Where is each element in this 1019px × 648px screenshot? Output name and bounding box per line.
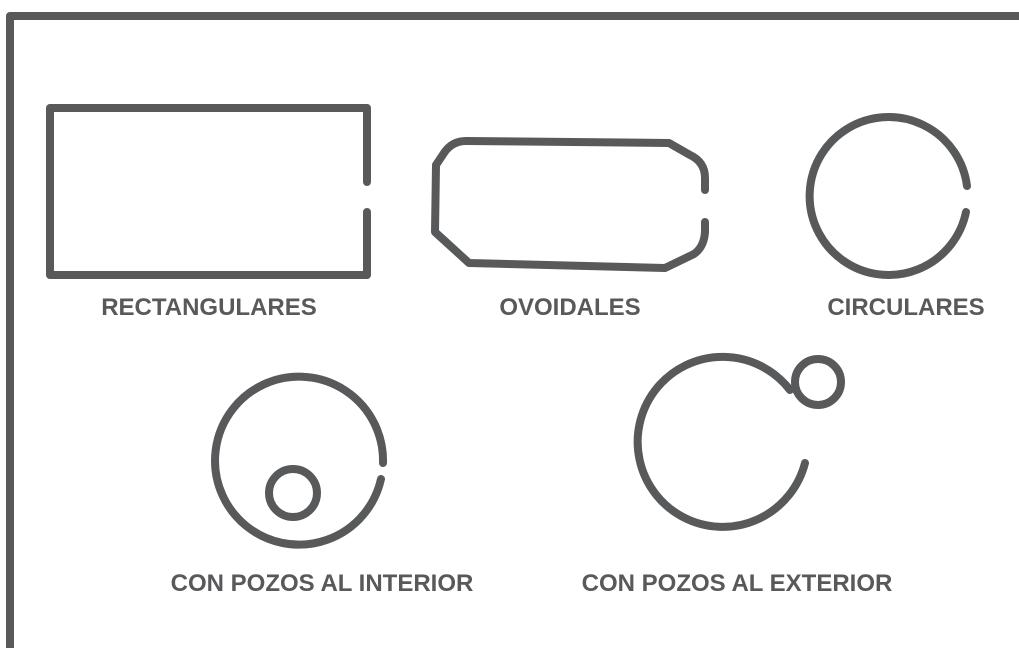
rectangular-shape xyxy=(46,104,371,279)
circular-shape xyxy=(805,113,971,279)
ovoid-shape xyxy=(431,137,709,272)
label-outer-wells: CON POZOS AL EXTERIOR xyxy=(581,570,893,597)
label-circular: CIRCULARES xyxy=(827,294,985,321)
outer-wells-small-well xyxy=(791,355,845,409)
outer-wells-main-circle xyxy=(633,352,809,531)
inner-wells-main-circle xyxy=(211,372,388,549)
label-inner-wells: CON POZOS AL INTERIOR xyxy=(170,570,474,597)
label-rectangular: RECTANGULARES xyxy=(101,294,317,321)
label-ovoid: OVOIDALES xyxy=(499,294,641,321)
inner-wells-small-well xyxy=(265,465,321,521)
outer-frame xyxy=(6,12,1019,648)
